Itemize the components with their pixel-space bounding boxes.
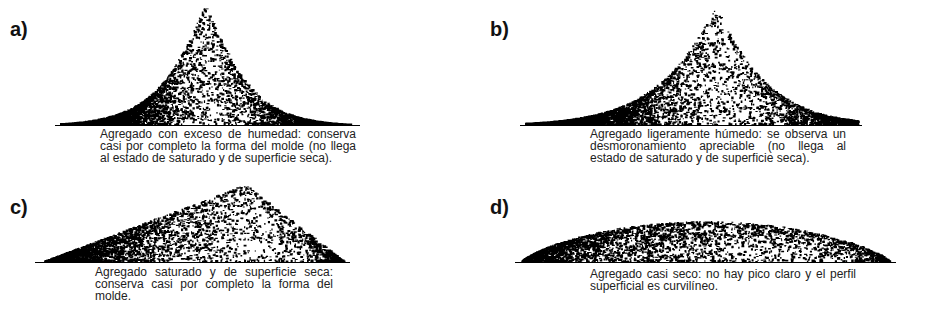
base-line xyxy=(35,262,350,263)
stipple-dots xyxy=(525,11,860,125)
base-line xyxy=(515,262,896,263)
stipple-dots xyxy=(44,186,345,262)
pile-ssd xyxy=(35,186,350,262)
panel-caption: Agregado ligeramente húmedo: se observa … xyxy=(590,128,846,164)
base-line xyxy=(55,125,360,126)
panel-letter: d) xyxy=(490,196,509,218)
panel-letter: c) xyxy=(10,196,28,218)
panel-caption: Agregado saturado y de superficie seca: … xyxy=(95,266,333,302)
stipple-dots xyxy=(521,221,891,262)
pile-wet xyxy=(55,8,360,125)
panel-letter: a) xyxy=(10,18,28,40)
pile-almost-dry xyxy=(515,221,896,263)
stipple-dots xyxy=(60,8,352,125)
panel-letter: b) xyxy=(490,18,509,40)
panel-caption: Agregado casi seco: no hay pico claro y … xyxy=(590,268,856,292)
panel-caption: Agregado con exceso de humedad: conserva… xyxy=(100,128,356,164)
base-line xyxy=(520,125,862,126)
pile-slightly-wet xyxy=(520,11,862,126)
